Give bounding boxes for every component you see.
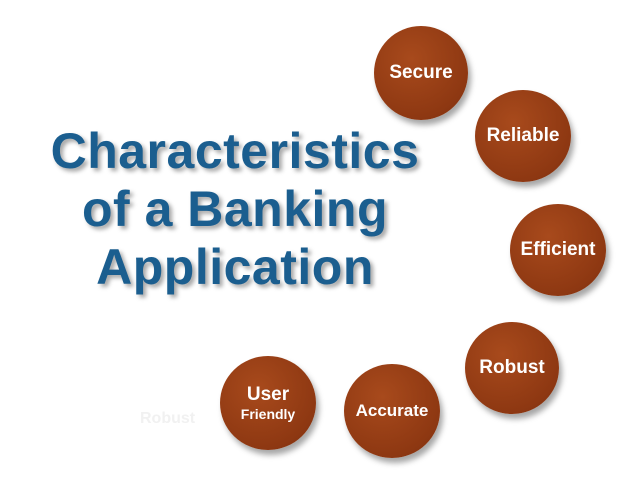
circle-robust-label: Robust [479,357,545,378]
diagram-title: Characteristics of a Banking Application [20,122,450,296]
circle-accurate: Accurate [344,364,440,458]
circle-friendly-label: Friendly [240,406,296,422]
circle-reliable: Reliable [475,90,571,182]
circle-user-label: User [246,384,290,405]
circle-accurate-label: Accurate [355,401,429,420]
circle-robust: Robust [465,322,559,414]
title-line-2: of a Banking [81,181,389,237]
circle-efficient: Efficient [510,204,606,296]
circle-secure: Secure [374,26,468,120]
title-line-3: Application [96,239,374,295]
title-line-1: Characteristics [50,123,420,179]
circle-efficient-label: Efficient [520,239,596,260]
faint-watermark-text: Robust [140,410,196,427]
circle-reliable-label: Reliable [486,125,560,146]
circle-user-friendly: User Friendly [220,356,316,450]
circle-secure-label: Secure [389,62,453,83]
